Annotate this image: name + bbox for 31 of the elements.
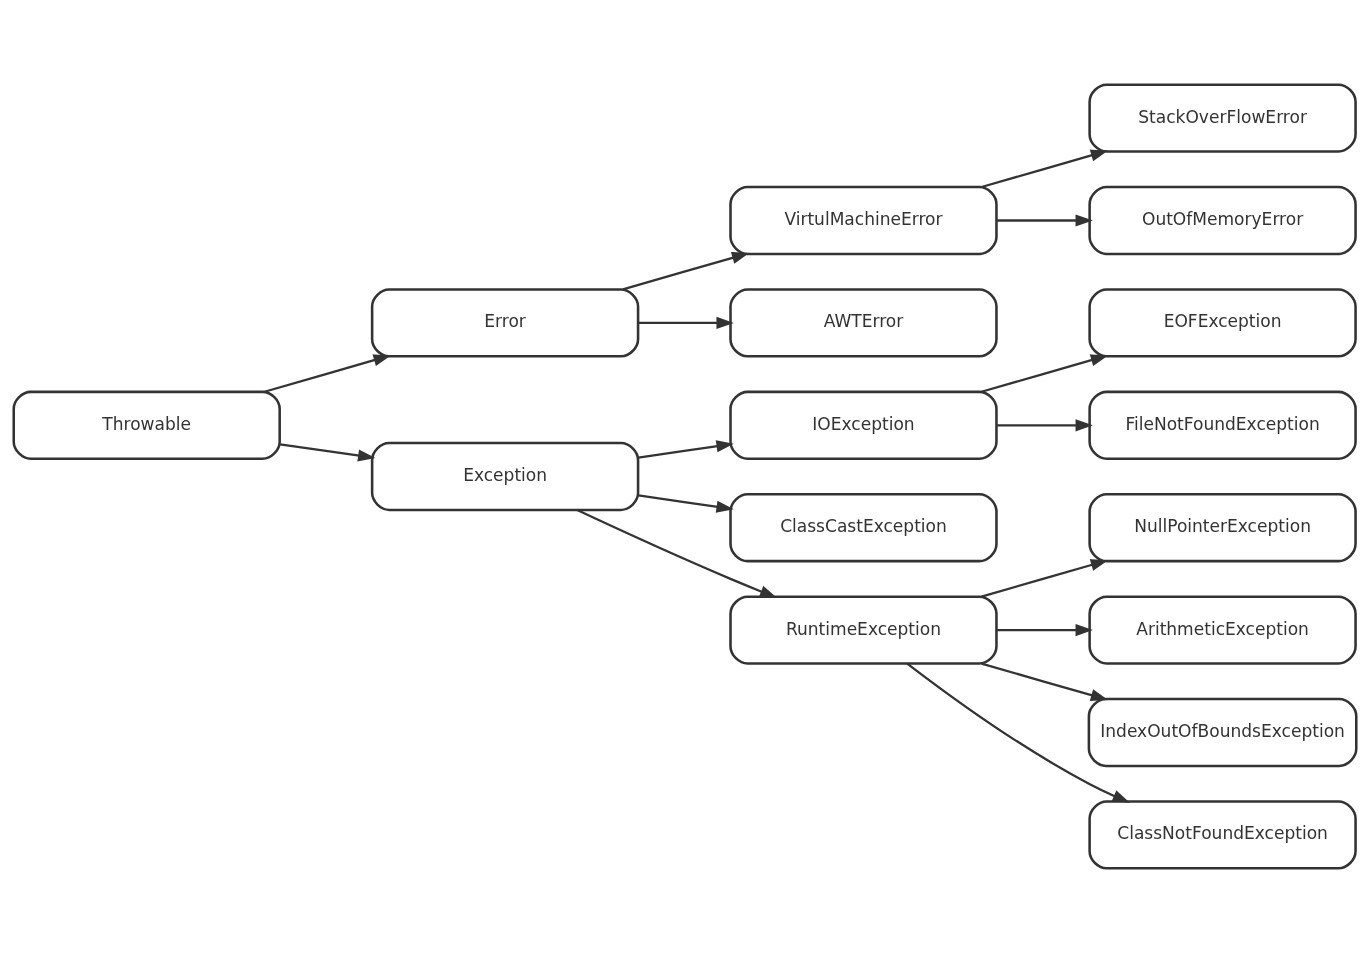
node-box: EOFException [1088,288,1357,358]
arrow [279,443,376,462]
node-box: Error [370,288,640,358]
arrow [996,214,1093,227]
node-box: Exception [370,441,640,512]
arrow [576,509,778,598]
node-box: FileNotFoundException [1088,390,1357,460]
node-box: IndexOutOfBoundsException [1087,697,1358,768]
arrow [981,149,1109,189]
node-box: AWTError [729,288,998,358]
arrow [981,354,1109,393]
arrow [638,440,734,459]
node-box: StackOverFlowError [1088,83,1357,153]
arrow [906,662,1130,803]
arrow [264,354,391,393]
node-box: ClassNotFoundException [1088,800,1357,870]
arrow [996,624,1093,637]
node-box: NullPointerException [1088,493,1357,563]
node-box: IOException [729,390,998,460]
node-box: Throwable [12,390,281,460]
arrow [996,419,1093,432]
node-box: OutOfMemoryError [1088,185,1357,256]
arrow [622,251,750,291]
arrow [981,662,1109,702]
node-box: RuntimeException [729,595,998,665]
node-box: ClassCastException [729,493,998,563]
arrow [638,494,734,513]
arrow [981,559,1109,598]
arrow [638,316,734,329]
node-box: VirtulMachineError [729,185,998,256]
node-box: ArithmeticException [1088,595,1357,665]
